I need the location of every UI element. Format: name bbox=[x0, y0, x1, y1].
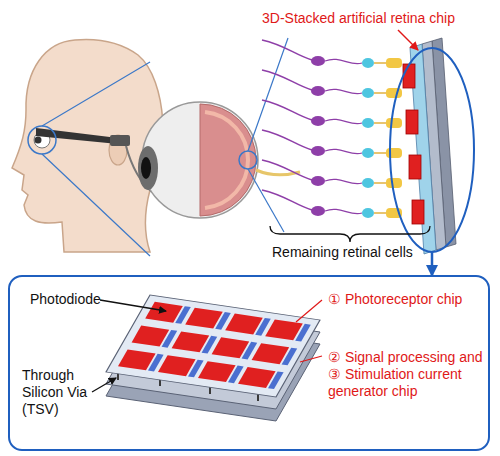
neuron bbox=[262, 40, 402, 68]
photodiode bbox=[409, 155, 421, 179]
ganglion-cell bbox=[311, 206, 325, 216]
bipolar-cell bbox=[362, 88, 374, 98]
pupil bbox=[141, 157, 151, 179]
dendrite bbox=[325, 209, 362, 214]
photoreceptor-cell bbox=[386, 148, 402, 158]
axon bbox=[262, 40, 312, 60]
link bbox=[374, 212, 386, 214]
highlight-ellipse bbox=[390, 48, 474, 252]
photodiode bbox=[252, 343, 290, 364]
photodiode bbox=[185, 308, 223, 329]
ganglion-cell bbox=[311, 116, 325, 126]
bracket bbox=[270, 226, 430, 242]
link bbox=[374, 182, 386, 184]
photodiode bbox=[198, 361, 236, 382]
retina-zoom-circle bbox=[239, 151, 257, 169]
leader-line bbox=[300, 356, 322, 362]
zoom-line bbox=[248, 169, 284, 232]
dendrite bbox=[325, 179, 362, 184]
zoom-line bbox=[42, 62, 150, 126]
retinal-cells bbox=[262, 40, 402, 218]
top-layer bbox=[106, 295, 320, 397]
detail-box: PhotodiodeThrough Silicon Via (TSV) ① Pho… bbox=[8, 275, 490, 451]
photoreceptor-layer bbox=[106, 295, 320, 397]
eye-interior bbox=[200, 104, 256, 216]
ganglion-cell bbox=[311, 146, 325, 156]
zoom-circle bbox=[28, 126, 56, 154]
bipolar-cell bbox=[362, 58, 374, 68]
circuit bbox=[282, 348, 298, 366]
leader-arrow bbox=[100, 300, 166, 311]
circuit bbox=[268, 371, 284, 389]
head-profile bbox=[12, 40, 163, 252]
bipolar-cell bbox=[362, 208, 374, 218]
camera-unit bbox=[110, 135, 130, 146]
zoom-line bbox=[248, 38, 288, 151]
photoreceptor-cell bbox=[386, 178, 402, 188]
stacked-chip bbox=[106, 295, 320, 421]
chip-label: ② Signal processing and ③ Stimulation cu… bbox=[328, 349, 486, 399]
glasses-frame bbox=[36, 128, 118, 144]
neuron bbox=[262, 130, 402, 158]
callout-label: 3D-Stacked artificial retina chip bbox=[262, 10, 498, 27]
dendrite bbox=[325, 149, 362, 154]
eyeball bbox=[138, 102, 300, 218]
photoreceptor-cell bbox=[386, 58, 402, 68]
link bbox=[374, 122, 386, 124]
bipolar-cell bbox=[362, 178, 374, 188]
bipolar-cell bbox=[362, 148, 374, 158]
axon bbox=[262, 190, 312, 210]
zoom-line bbox=[42, 154, 150, 256]
face bbox=[12, 40, 163, 252]
part-label: Through Silicon Via (TSV) bbox=[22, 367, 102, 417]
eye-iris bbox=[35, 137, 42, 144]
leader-arrow bbox=[398, 30, 418, 50]
neuron bbox=[262, 160, 402, 188]
photodiode bbox=[403, 64, 415, 88]
photodiode bbox=[412, 200, 424, 224]
retina-layer bbox=[205, 112, 248, 208]
link bbox=[374, 62, 386, 64]
neuron bbox=[262, 190, 402, 218]
bipolar-cell bbox=[362, 118, 374, 128]
link bbox=[374, 92, 386, 94]
photodiode bbox=[145, 302, 183, 323]
iris bbox=[138, 146, 158, 190]
dendrite bbox=[325, 119, 362, 124]
axon bbox=[262, 100, 312, 120]
axon bbox=[262, 130, 312, 150]
photodiode bbox=[212, 337, 250, 358]
group-label: Remaining retinal cells bbox=[272, 244, 442, 261]
link bbox=[374, 152, 386, 154]
photodiode bbox=[132, 326, 170, 347]
neuron bbox=[262, 100, 402, 128]
chip-label: ① Photoreceptor chip bbox=[328, 291, 488, 308]
neuron bbox=[262, 70, 402, 98]
circuit bbox=[295, 324, 311, 342]
ganglion-cell bbox=[311, 176, 325, 186]
photodiode bbox=[118, 349, 156, 370]
photodiode bbox=[238, 367, 276, 388]
leader-arrow bbox=[92, 378, 116, 392]
photoreceptor-cell bbox=[386, 118, 402, 128]
dendrite bbox=[325, 59, 362, 64]
photodiode bbox=[158, 355, 196, 376]
photodiode bbox=[225, 314, 263, 335]
photoreceptor-cell bbox=[386, 88, 402, 98]
photodiode bbox=[172, 331, 210, 352]
retina-chip bbox=[390, 38, 474, 254]
ganglion-cell bbox=[311, 86, 325, 96]
leader-line bbox=[296, 300, 322, 322]
sclera bbox=[142, 102, 258, 218]
axon bbox=[262, 70, 312, 90]
zoom-arrow bbox=[431, 252, 434, 275]
photodiode bbox=[265, 319, 303, 340]
axon bbox=[262, 160, 312, 180]
photodiode bbox=[406, 110, 418, 134]
part-label: Photodiode bbox=[30, 291, 120, 308]
ganglion-cell bbox=[311, 56, 325, 66]
dendrite bbox=[325, 89, 362, 94]
